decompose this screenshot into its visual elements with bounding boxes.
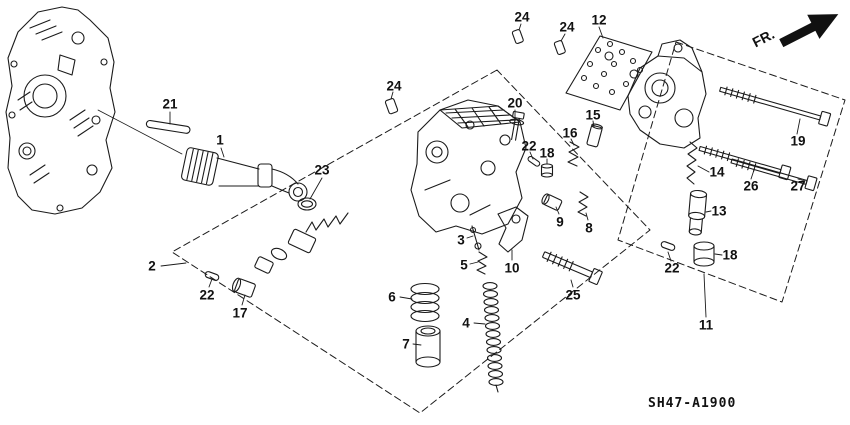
part-callout-17: 17 bbox=[232, 305, 248, 321]
regulator-body-drawing bbox=[627, 39, 707, 149]
part-callout-5: 5 bbox=[460, 257, 468, 273]
part-callout-24: 24 bbox=[514, 9, 530, 25]
part-callout-25: 25 bbox=[565, 287, 581, 303]
valve-3-drawing bbox=[469, 225, 482, 251]
diagram-code: SH47-A1900 bbox=[648, 396, 737, 411]
part-callout-26: 26 bbox=[743, 178, 759, 194]
part-callout-4: 4 bbox=[462, 315, 470, 331]
part-callout-12: 12 bbox=[591, 12, 607, 28]
part-callout-11: 11 bbox=[698, 317, 714, 333]
part-callout-22: 22 bbox=[199, 287, 215, 303]
transmission-case-drawing bbox=[5, 6, 116, 215]
part-callout-14: 14 bbox=[709, 164, 725, 180]
pin-22-right-drawing bbox=[660, 241, 676, 251]
valve-body-drawing bbox=[410, 99, 527, 235]
separator-plate-12-drawing bbox=[565, 35, 653, 111]
part-callout-3: 3 bbox=[457, 232, 465, 248]
valve-13-drawing bbox=[688, 189, 708, 236]
bolt-20-drawing bbox=[509, 110, 525, 141]
part-callout-16: 16 bbox=[562, 125, 578, 141]
part-callout-21: 21 bbox=[162, 96, 178, 112]
part-callout-6: 6 bbox=[388, 289, 396, 305]
bolt-27-drawing bbox=[730, 158, 818, 192]
spring-8-drawing bbox=[577, 191, 589, 217]
assembly-boundary-11 bbox=[617, 41, 846, 303]
leader-lines bbox=[160, 23, 806, 346]
accumulator-parts-drawing bbox=[254, 212, 349, 274]
part-callout-27: 27 bbox=[790, 178, 806, 194]
part-callout-24: 24 bbox=[559, 19, 575, 35]
part-callout-9: 9 bbox=[556, 214, 564, 230]
roller-9-drawing bbox=[541, 193, 563, 211]
oring-23-drawing bbox=[297, 197, 317, 211]
spring-4-drawing bbox=[482, 282, 504, 393]
part-callout-18: 18 bbox=[722, 247, 738, 263]
part-callout-15: 15 bbox=[585, 107, 601, 123]
part-callout-2: 2 bbox=[148, 258, 156, 274]
part-callout-23: 23 bbox=[314, 162, 330, 178]
part-callout-19: 19 bbox=[790, 133, 806, 149]
part-callout-1: 1 bbox=[216, 132, 224, 148]
cap-18-right-drawing bbox=[693, 241, 715, 267]
cap-18-center-drawing bbox=[540, 163, 554, 178]
pin-22-center-drawing bbox=[527, 155, 541, 167]
part-callout-18: 18 bbox=[539, 145, 555, 161]
assembly-boundary-2 bbox=[171, 69, 651, 414]
pin-22-left-drawing bbox=[204, 271, 220, 281]
bolt-24-a-drawing bbox=[511, 29, 524, 44]
spring-14-drawing bbox=[686, 141, 698, 185]
part-callout-22: 22 bbox=[664, 260, 680, 276]
bolt-24-c-drawing bbox=[384, 98, 399, 115]
part-callout-22: 22 bbox=[521, 138, 537, 154]
bolt-24-b-drawing bbox=[553, 40, 566, 55]
fr-arrow bbox=[779, 14, 839, 48]
shaft-1-drawing bbox=[181, 147, 308, 202]
part-callout-8: 8 bbox=[585, 220, 593, 236]
assembly-axis-line bbox=[97, 109, 183, 155]
bolt-25-drawing bbox=[542, 251, 603, 286]
part-callout-7: 7 bbox=[402, 336, 410, 352]
spring-5-drawing bbox=[476, 251, 488, 275]
part-callout-20: 20 bbox=[507, 95, 523, 111]
cup-7-drawing bbox=[415, 325, 441, 368]
part-17-drawing bbox=[231, 277, 256, 298]
spring-6-drawing bbox=[410, 282, 440, 323]
bolt-26-drawing bbox=[698, 145, 792, 181]
part-callout-10: 10 bbox=[504, 260, 520, 276]
pin-21-drawing bbox=[145, 119, 191, 134]
bracket-10-drawing bbox=[497, 206, 529, 253]
valve-15-drawing bbox=[586, 123, 603, 148]
part-callout-24: 24 bbox=[386, 78, 402, 94]
part-callout-13: 13 bbox=[711, 203, 727, 219]
spring-16-drawing bbox=[567, 141, 580, 167]
bolt-19-drawing bbox=[719, 86, 832, 127]
